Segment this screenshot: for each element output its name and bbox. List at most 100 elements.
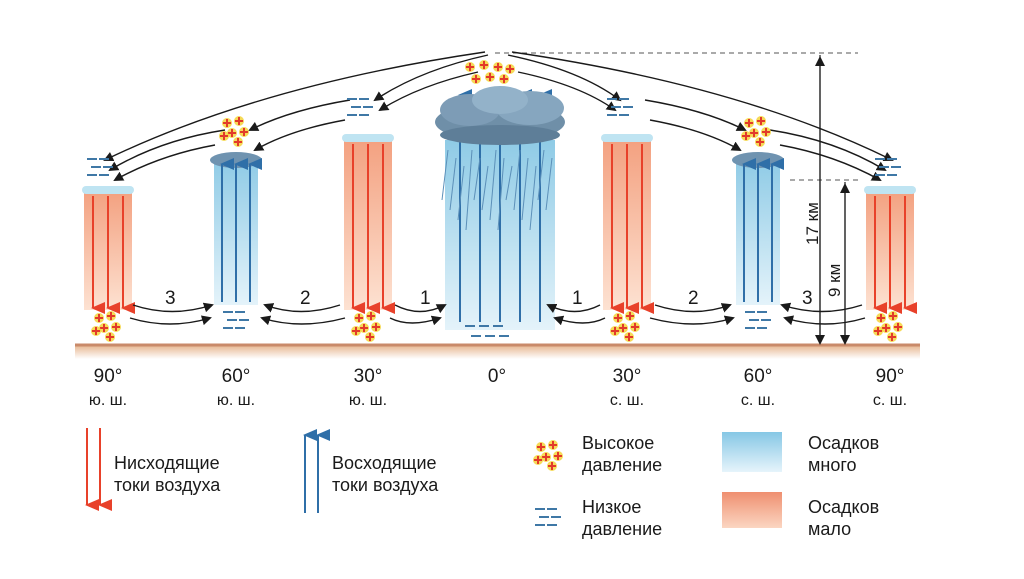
circulation-cell-number: 1 — [572, 288, 583, 309]
upper-flow-arrow — [103, 51, 486, 162]
rain-streak — [545, 157, 553, 211]
cloud-cap — [864, 186, 916, 194]
high-pressure-plus — [220, 132, 228, 140]
surface-flow-arrow — [546, 303, 601, 313]
rain-streak — [481, 165, 489, 211]
upper-flow-arrow — [507, 54, 622, 102]
high-pressure-plus — [549, 441, 557, 449]
rain-streak — [505, 165, 513, 201]
high-pressure-plus — [757, 117, 765, 125]
surface-flow-arrow — [654, 303, 732, 313]
high-pressure-plus — [500, 75, 508, 83]
high-pressure-plus — [506, 65, 514, 73]
cloud-cap — [601, 134, 653, 142]
high-pressure-plus — [619, 324, 627, 332]
high-pressure-plus — [223, 119, 231, 127]
surface-flow-arrow — [553, 315, 606, 326]
high-pressure-plus — [750, 129, 758, 137]
latitude-degree: 60° — [743, 366, 773, 387]
surface-flow-arrow — [132, 302, 214, 313]
legend-graphics — [85, 428, 782, 528]
latitude-degree: 90° — [875, 366, 905, 387]
high-pressure-plus — [486, 73, 494, 81]
high-pressure-plus — [888, 333, 896, 341]
high-pressure-plus — [95, 314, 103, 322]
height-scale — [815, 55, 850, 345]
high-pressure-plus — [360, 324, 368, 332]
height-mid-label: 9 км — [825, 263, 844, 297]
high-pressure-plus — [614, 314, 622, 322]
high-pressure-plus — [494, 63, 502, 71]
latitude-degree: 60° — [221, 366, 251, 387]
surface-flow-arrow — [129, 315, 212, 326]
high-pressure-plus — [106, 333, 114, 341]
high-pressure-plus — [240, 128, 248, 136]
surface-flow-arrow — [394, 304, 447, 314]
high-pressure-plus — [92, 327, 100, 335]
circulation-cell-number: 3 — [165, 288, 176, 309]
surface-air-flows — [129, 302, 866, 326]
high-pressure-plus — [548, 462, 556, 470]
high-pressure-plus — [352, 327, 360, 335]
high-pressure-plus — [625, 333, 633, 341]
upper-flow-arrow — [511, 51, 894, 161]
air-columns — [82, 89, 917, 330]
surface-flow-arrow — [263, 303, 341, 313]
high-pressure-plus — [745, 119, 753, 127]
upper-flow-arrow — [253, 119, 346, 151]
upper-flow-arrow — [769, 129, 887, 172]
upper-flow-arrow — [113, 144, 216, 181]
latitude-hemisphere: ю. ш. — [88, 392, 128, 409]
pressure-symbols — [87, 60, 903, 342]
rain-streak — [465, 149, 473, 231]
high-pressure-plus — [742, 132, 750, 140]
latitude-hemisphere: с. ш. — [609, 392, 645, 409]
high-pressure-plus — [235, 117, 243, 125]
rain-streak — [449, 157, 457, 211]
circulation-cell-number: 2 — [300, 288, 311, 309]
latitude-hemisphere: ю. ш. — [348, 392, 388, 409]
high-pressure-plus — [355, 314, 363, 322]
upper-flow-arrow — [378, 71, 479, 112]
high-pressure-plus — [534, 456, 542, 464]
upper-flow-arrow — [373, 54, 489, 102]
high-pressure-plus — [107, 312, 115, 320]
high-pressure-plus — [554, 452, 562, 460]
upper-flow-arrow — [644, 99, 747, 131]
surface-flow-arrow — [389, 315, 442, 326]
latitude-degree: 0° — [487, 366, 507, 387]
equator-storm-cloud — [435, 86, 565, 145]
rain-streak — [457, 165, 465, 221]
upper-flow-arrow — [248, 99, 351, 131]
high-pressure-plus — [367, 312, 375, 320]
circulation-cell-number: 2 — [688, 288, 699, 309]
rain-streak — [513, 149, 521, 211]
latitude-degree: 30° — [353, 366, 383, 387]
ground-surface — [75, 345, 920, 359]
upper-flow-arrow — [779, 144, 882, 181]
rain-streak — [529, 165, 537, 231]
height-top-label: 17 км — [803, 202, 822, 245]
rain-streak — [473, 157, 481, 201]
high-pressure-plus — [542, 453, 550, 461]
rain-streak — [521, 157, 529, 221]
high-pressure-plus — [228, 129, 236, 137]
high-pressure-plus — [472, 75, 480, 83]
high-pressure-plus — [100, 324, 108, 332]
legend-high-pressure-symbol — [533, 440, 563, 471]
latitude-degree: 30° — [612, 366, 642, 387]
latitude-hemisphere: ю. ш. — [216, 392, 256, 409]
high-pressure-plus — [756, 138, 764, 146]
cloud-cap — [342, 134, 394, 142]
latitude-hemisphere: с. ш. — [872, 392, 908, 409]
high-pressure-plus — [366, 333, 374, 341]
upper-air-flows — [103, 51, 894, 181]
